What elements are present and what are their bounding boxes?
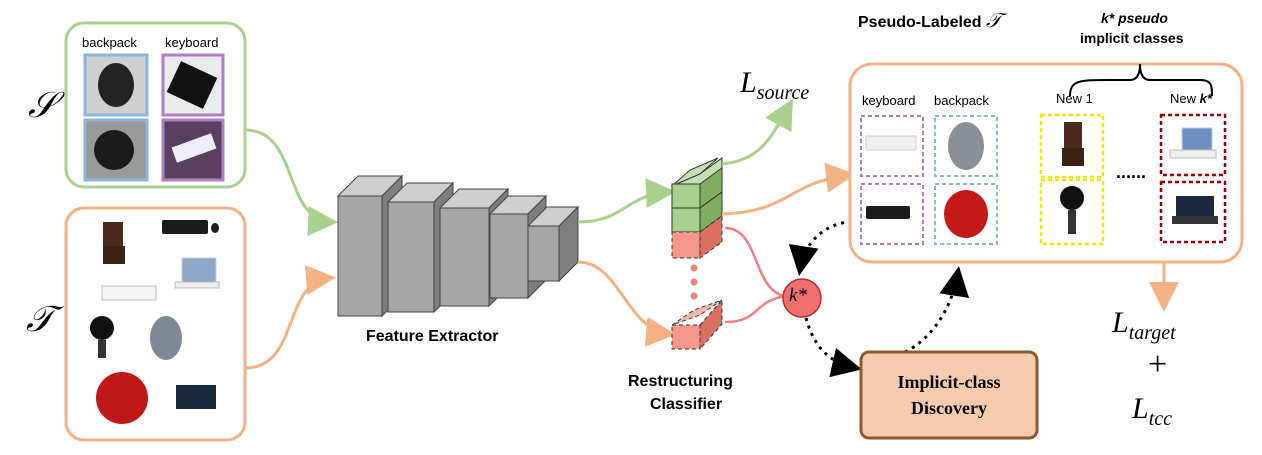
pseudo-col-new1: New 1	[1056, 91, 1093, 106]
kstar-circle	[782, 278, 822, 318]
pseudo-labeled-title: Pseudo-Labeled 𝒯	[858, 10, 1001, 33]
brace-label-line2: implicit classes	[1080, 30, 1184, 46]
kstar-label: k*	[789, 285, 807, 306]
extractor-to-classifier-arrow-orange	[577, 260, 676, 347]
source-to-extractor-arrow	[244, 128, 338, 236]
source-domain-symbol: 𝒮	[28, 85, 56, 125]
kstar-bracket	[724, 226, 786, 324]
source-images	[83, 53, 225, 182]
implicit-box-line1: Implicit-class	[897, 372, 1001, 392]
loss-target: Ltarget	[1112, 306, 1176, 344]
target-domain-symbol: 𝒯	[26, 299, 54, 339]
loss-tcc: Ltcc	[1132, 392, 1172, 430]
source-loss-arrow	[721, 98, 793, 166]
target-to-extractor-arrow	[244, 265, 336, 370]
kstar-to-discovery-arrow	[804, 317, 862, 378]
source-label-backpack: backpack	[82, 35, 137, 50]
pseudo-col-keyboard: keyboard	[862, 93, 916, 108]
k-star-brace	[1069, 63, 1213, 97]
classifier-label-line2: Classifier	[650, 396, 723, 413]
feature-extractor-label: Feature Extractor	[366, 328, 499, 345]
pseudo-col-newk: New k*	[1170, 91, 1212, 106]
target-images	[90, 220, 220, 424]
pseudo-ellipsis: ......	[1116, 162, 1147, 182]
loss-source: Lsource	[740, 66, 810, 104]
implicit-box-line2: Discovery	[911, 398, 987, 418]
discovery-to-pseudo-arrow	[904, 266, 970, 354]
pseudo-to-kstar-arrow	[788, 220, 853, 276]
loss-plus: +	[1148, 346, 1168, 383]
implicit-class-discovery-box	[859, 350, 1039, 440]
pseudo-images	[860, 113, 1227, 246]
extractor-to-classifier-arrow-green	[577, 178, 676, 224]
classifier-label-line1: Restructuring	[628, 373, 733, 390]
pseudo-labeled-title-prefix: Pseudo-Labeled	[858, 14, 982, 31]
brace-label-line1: k* pseudo	[1101, 10, 1168, 26]
feature-extractor-blocks	[336, 174, 580, 318]
classifier-blocks	[670, 157, 723, 351]
classifier-to-pseudo-arrow	[721, 162, 856, 216]
pseudo-col-backpack: backpack	[934, 93, 989, 108]
source-label-keyboard: keyboard	[165, 35, 219, 50]
pseudo-labeled-title-symbol: 𝒯	[986, 10, 1002, 32]
